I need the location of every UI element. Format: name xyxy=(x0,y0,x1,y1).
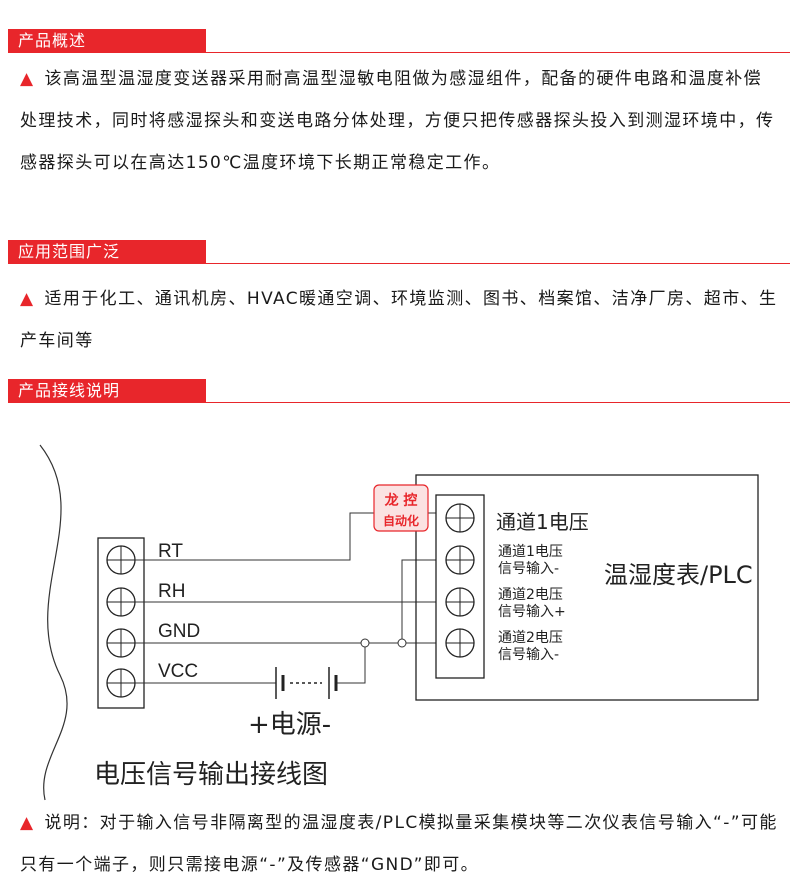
section-header-wiring: 产品接线说明 xyxy=(8,379,206,403)
terminal-label-vcc: VCC xyxy=(158,661,198,682)
channel-3-line2: 信号输入+ xyxy=(498,604,566,620)
junction-node xyxy=(397,638,407,648)
section-title: 应用范围广泛 xyxy=(18,242,121,261)
terminal-screw-icon xyxy=(106,587,136,617)
terminal-screw-icon xyxy=(445,587,475,617)
triangle-bullet-icon: ▲ xyxy=(20,813,35,833)
channel-1-label: 通道1电压 xyxy=(496,510,589,534)
terminal-label-rt: RT xyxy=(158,541,183,562)
terminal-screw-icon xyxy=(106,628,136,658)
terminal-label-gnd: GND xyxy=(158,621,200,642)
power-label: +电源- xyxy=(248,710,331,740)
channel-4-line2: 信号输入- xyxy=(498,647,559,663)
wire-channel-negative xyxy=(401,559,436,643)
terminal-screw-icon xyxy=(445,503,475,533)
channel-4-line1: 通道2电压 xyxy=(498,630,563,646)
terminal-label-rh: RH xyxy=(158,581,185,602)
brand-watermark: 龙 控 自动化 xyxy=(373,484,429,532)
section-divider xyxy=(8,402,790,403)
section-divider xyxy=(8,263,790,264)
channel-2-line1: 通道1电压 xyxy=(498,544,563,560)
applications-paragraph: ▲适用于化工、通讯机房、HVAC暖通空调、环境监测、图书、档案馆、洁净厂房、超市… xyxy=(20,278,780,362)
channel-3-line1: 通道2电压 xyxy=(498,587,563,603)
terminal-screw-icon xyxy=(445,545,475,575)
section-header-overview: 产品概述 xyxy=(8,29,206,53)
overview-paragraph: ▲该高温型温湿度变送器采用耐高温型湿敏电阻做为感湿组件，配备的硬件电路和温度补偿… xyxy=(20,58,780,184)
diagram-caption: 电压信号输出接线图 xyxy=(94,760,328,790)
applications-text: 适用于化工、通讯机房、HVAC暖通空调、环境监测、图书、档案馆、洁净厂房、超市、… xyxy=(20,289,778,351)
overview-text: 该高温型温湿度变送器采用耐高温型湿敏电阻做为感湿组件，配备的硬件电路和温度补偿处… xyxy=(20,69,775,173)
section-title: 产品接线说明 xyxy=(18,381,121,400)
section-title: 产品概述 xyxy=(18,31,87,50)
note-text: 说明：对于输入信号非隔离型的温湿度表/PLC模拟量采集模块等二次仪表信号输入“-… xyxy=(20,813,778,875)
watermark-line2: 自动化 xyxy=(383,513,419,528)
wiring-note: ▲说明：对于输入信号非隔离型的温湿度表/PLC模拟量采集模块等二次仪表信号输入“… xyxy=(20,802,780,886)
terminal-screw-icon xyxy=(106,668,136,698)
triangle-bullet-icon: ▲ xyxy=(20,69,35,89)
watermark-line1: 龙 控 xyxy=(384,492,418,509)
junction-node xyxy=(360,638,370,648)
device-box xyxy=(415,474,759,701)
terminal-screw-icon xyxy=(445,628,475,658)
wiring-diagram: RT RH GND VCC +电源- 通道1电压 通道1电压 信号输入- 通道2… xyxy=(39,444,759,801)
section-header-applications: 应用范围广泛 xyxy=(8,240,206,264)
wire-power-negative xyxy=(336,643,366,684)
sensor-housing-outline xyxy=(39,444,68,801)
terminal-screw-icon xyxy=(106,545,136,575)
battery-symbol-icon xyxy=(275,667,338,699)
section-divider xyxy=(8,52,790,53)
channel-2-line2: 信号输入- xyxy=(498,561,559,577)
device-label: 温湿度表/PLC xyxy=(604,561,753,589)
triangle-bullet-icon: ▲ xyxy=(20,289,35,309)
